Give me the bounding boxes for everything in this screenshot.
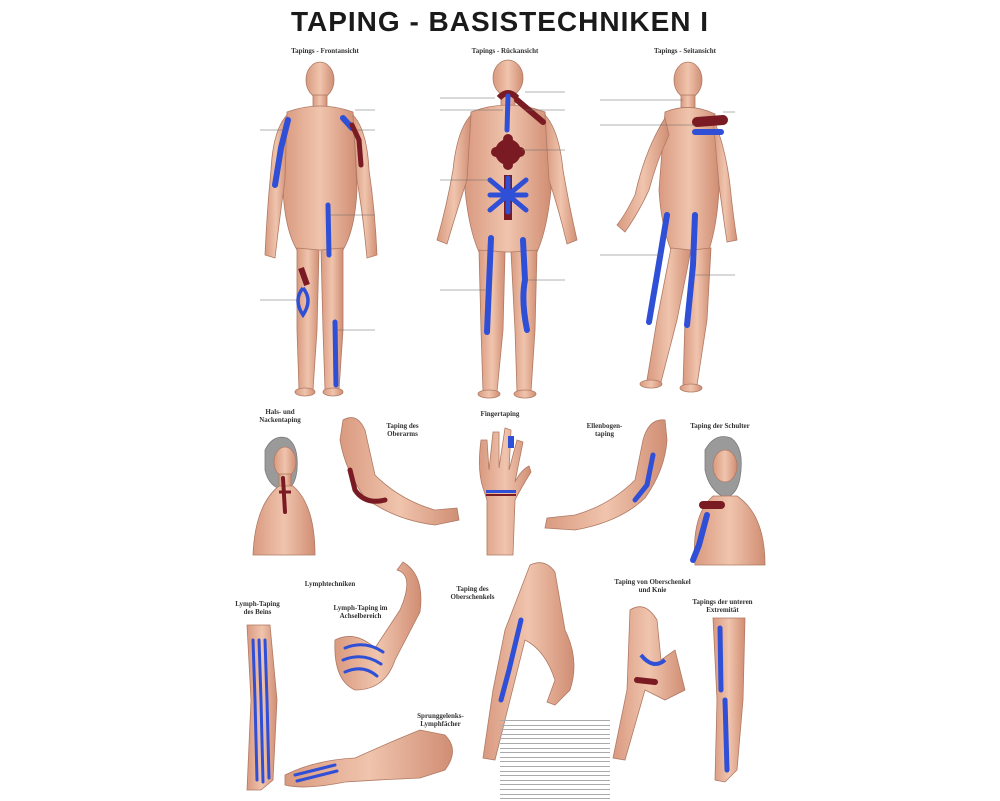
neck-tape	[281, 476, 287, 514]
upper-arm-tape	[347, 467, 388, 504]
label-thigh-knee: Taping von Oberschenkel und Knie	[614, 578, 691, 594]
finger-tape	[508, 436, 514, 448]
label-lymph: Lymphtechniken	[304, 580, 356, 588]
shoulder-figure	[694, 436, 766, 566]
front-view-tapes	[272, 115, 364, 388]
side-view-figure	[616, 61, 738, 393]
lymph-leg-tapes	[251, 638, 271, 784]
label-lymph-leg: Lymph-Taping des Beins	[235, 600, 280, 616]
wrist-tape-red	[486, 494, 516, 496]
lower-extremity-tape-2	[722, 697, 730, 773]
front-view-figure	[264, 61, 378, 397]
shoulder-tape-blue	[690, 512, 710, 563]
page-title: TAPING - BASISTECHNIKEN I	[290, 6, 710, 37]
label-shoulder: Taping der Schulter	[690, 422, 750, 430]
thigh-figure	[482, 562, 575, 761]
ankle-tapes	[293, 763, 339, 783]
label-finger: Fingertaping	[480, 410, 520, 418]
back-view-tapes	[484, 90, 546, 335]
label-lymph-armpit: Lymph-Taping im Achselbereich	[333, 604, 388, 620]
label-front-view: Tapings - Frontansicht	[291, 47, 359, 55]
description-text-block	[500, 718, 610, 801]
wrist-tape-blue	[486, 490, 516, 493]
thigh-tape	[498, 617, 524, 703]
label-back-view: Tapings - Rückansicht	[471, 47, 539, 55]
poster: TAPING - BASISTECHNIKEN I Tapings - Fron…	[225, 0, 775, 801]
label-elbow: Ellenbogen-taping	[586, 422, 623, 438]
lower-extremity-tape-1	[717, 625, 724, 693]
elbow-figure	[544, 419, 668, 531]
anatomy-illustrations	[246, 59, 766, 791]
thigh-knee-tape-blue	[639, 653, 667, 666]
label-thigh: Taping des Oberschenkels	[450, 585, 495, 601]
side-view-tapes	[646, 115, 728, 328]
thigh-knee-tape-red	[634, 677, 658, 685]
lymph-armpit-tapes	[341, 643, 385, 678]
upper-arm-figure	[339, 417, 460, 526]
elbow-tape	[632, 452, 656, 503]
label-side-view: Tapings - Seitansicht	[654, 47, 716, 55]
annotation-leaders	[260, 91, 735, 331]
label-upper-arm: Taping des Oberarms	[386, 422, 419, 438]
label-neck-taping: Hals- und Nackentaping	[259, 408, 301, 424]
label-ankle: Sprunggelenks-Lymphfächer	[417, 712, 464, 728]
label-lower-extremity: Tapings der unteren Extremität	[692, 598, 753, 614]
